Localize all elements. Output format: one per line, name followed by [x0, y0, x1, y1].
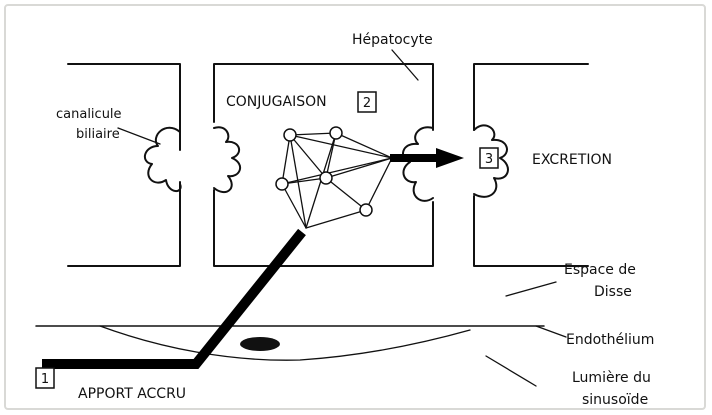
label-apport: APPORT ACCRU: [78, 386, 186, 402]
pointer-hepatocyte: [391, 49, 419, 81]
excretion-arrow-head: [436, 148, 464, 168]
label-lumiere-1: Lumière du: [572, 370, 651, 386]
pointer-lumiere: [485, 355, 537, 387]
diagram-frame: [4, 4, 706, 410]
pointer-espace: [505, 281, 557, 297]
pointer-canalicule: [117, 127, 161, 145]
conjugation-network: [281, 132, 393, 229]
label-excretion: EXCRETION: [532, 152, 612, 168]
label-espace-1: Espace de: [564, 262, 636, 278]
pointer-endothelium: [535, 325, 567, 338]
label-lumiere-2: sinusoïde: [582, 392, 648, 408]
label-conjugation: CONJUGAISON: [226, 94, 327, 110]
canalicule-mid-left-blob: [213, 126, 242, 194]
label-hepatocyte: Hépatocyte: [352, 32, 433, 48]
step-2-box: [357, 91, 377, 113]
endothelial-nucleus: [240, 337, 280, 351]
molecule-node: [275, 177, 289, 191]
label-canalicule-2: biliaire: [76, 127, 120, 142]
molecule-node: [319, 171, 333, 185]
step-2-number: 2: [363, 96, 371, 111]
label-espace-2: Disse: [594, 284, 632, 300]
left-cell-outline: [67, 63, 181, 267]
step-3-number: 3: [485, 152, 493, 167]
canalicule-right-blob: [473, 124, 509, 198]
label-endothelium: Endothélium: [566, 332, 654, 348]
step-1-box: [35, 367, 55, 389]
molecule-node: [359, 203, 373, 217]
step-3-box: [479, 147, 499, 169]
molecule-node: [283, 128, 297, 142]
transport-path: [42, 228, 306, 369]
endothelium-lower-curve: [99, 325, 471, 361]
molecule-node: [329, 126, 343, 140]
canalicule-mid-right-blob: [402, 126, 434, 202]
hepatocyte-outline: [213, 63, 434, 267]
right-cell-outline: [473, 63, 589, 267]
canalicule-left-blob: [143, 126, 182, 192]
label-canalicule-1: canalicule: [56, 107, 122, 122]
step-1-number: 1: [41, 372, 49, 387]
